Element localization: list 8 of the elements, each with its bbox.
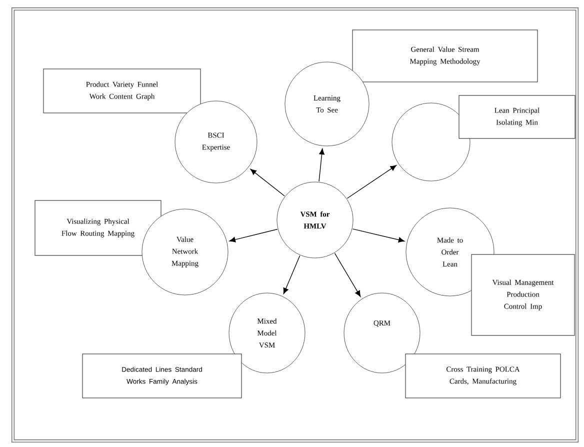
empty-circle	[392, 102, 470, 182]
arrow	[346, 165, 396, 199]
arrow	[352, 228, 405, 243]
arrow	[318, 148, 324, 182]
arrow	[283, 255, 300, 294]
arrow	[334, 252, 361, 297]
arrow	[250, 168, 285, 196]
arrow	[229, 228, 278, 242]
